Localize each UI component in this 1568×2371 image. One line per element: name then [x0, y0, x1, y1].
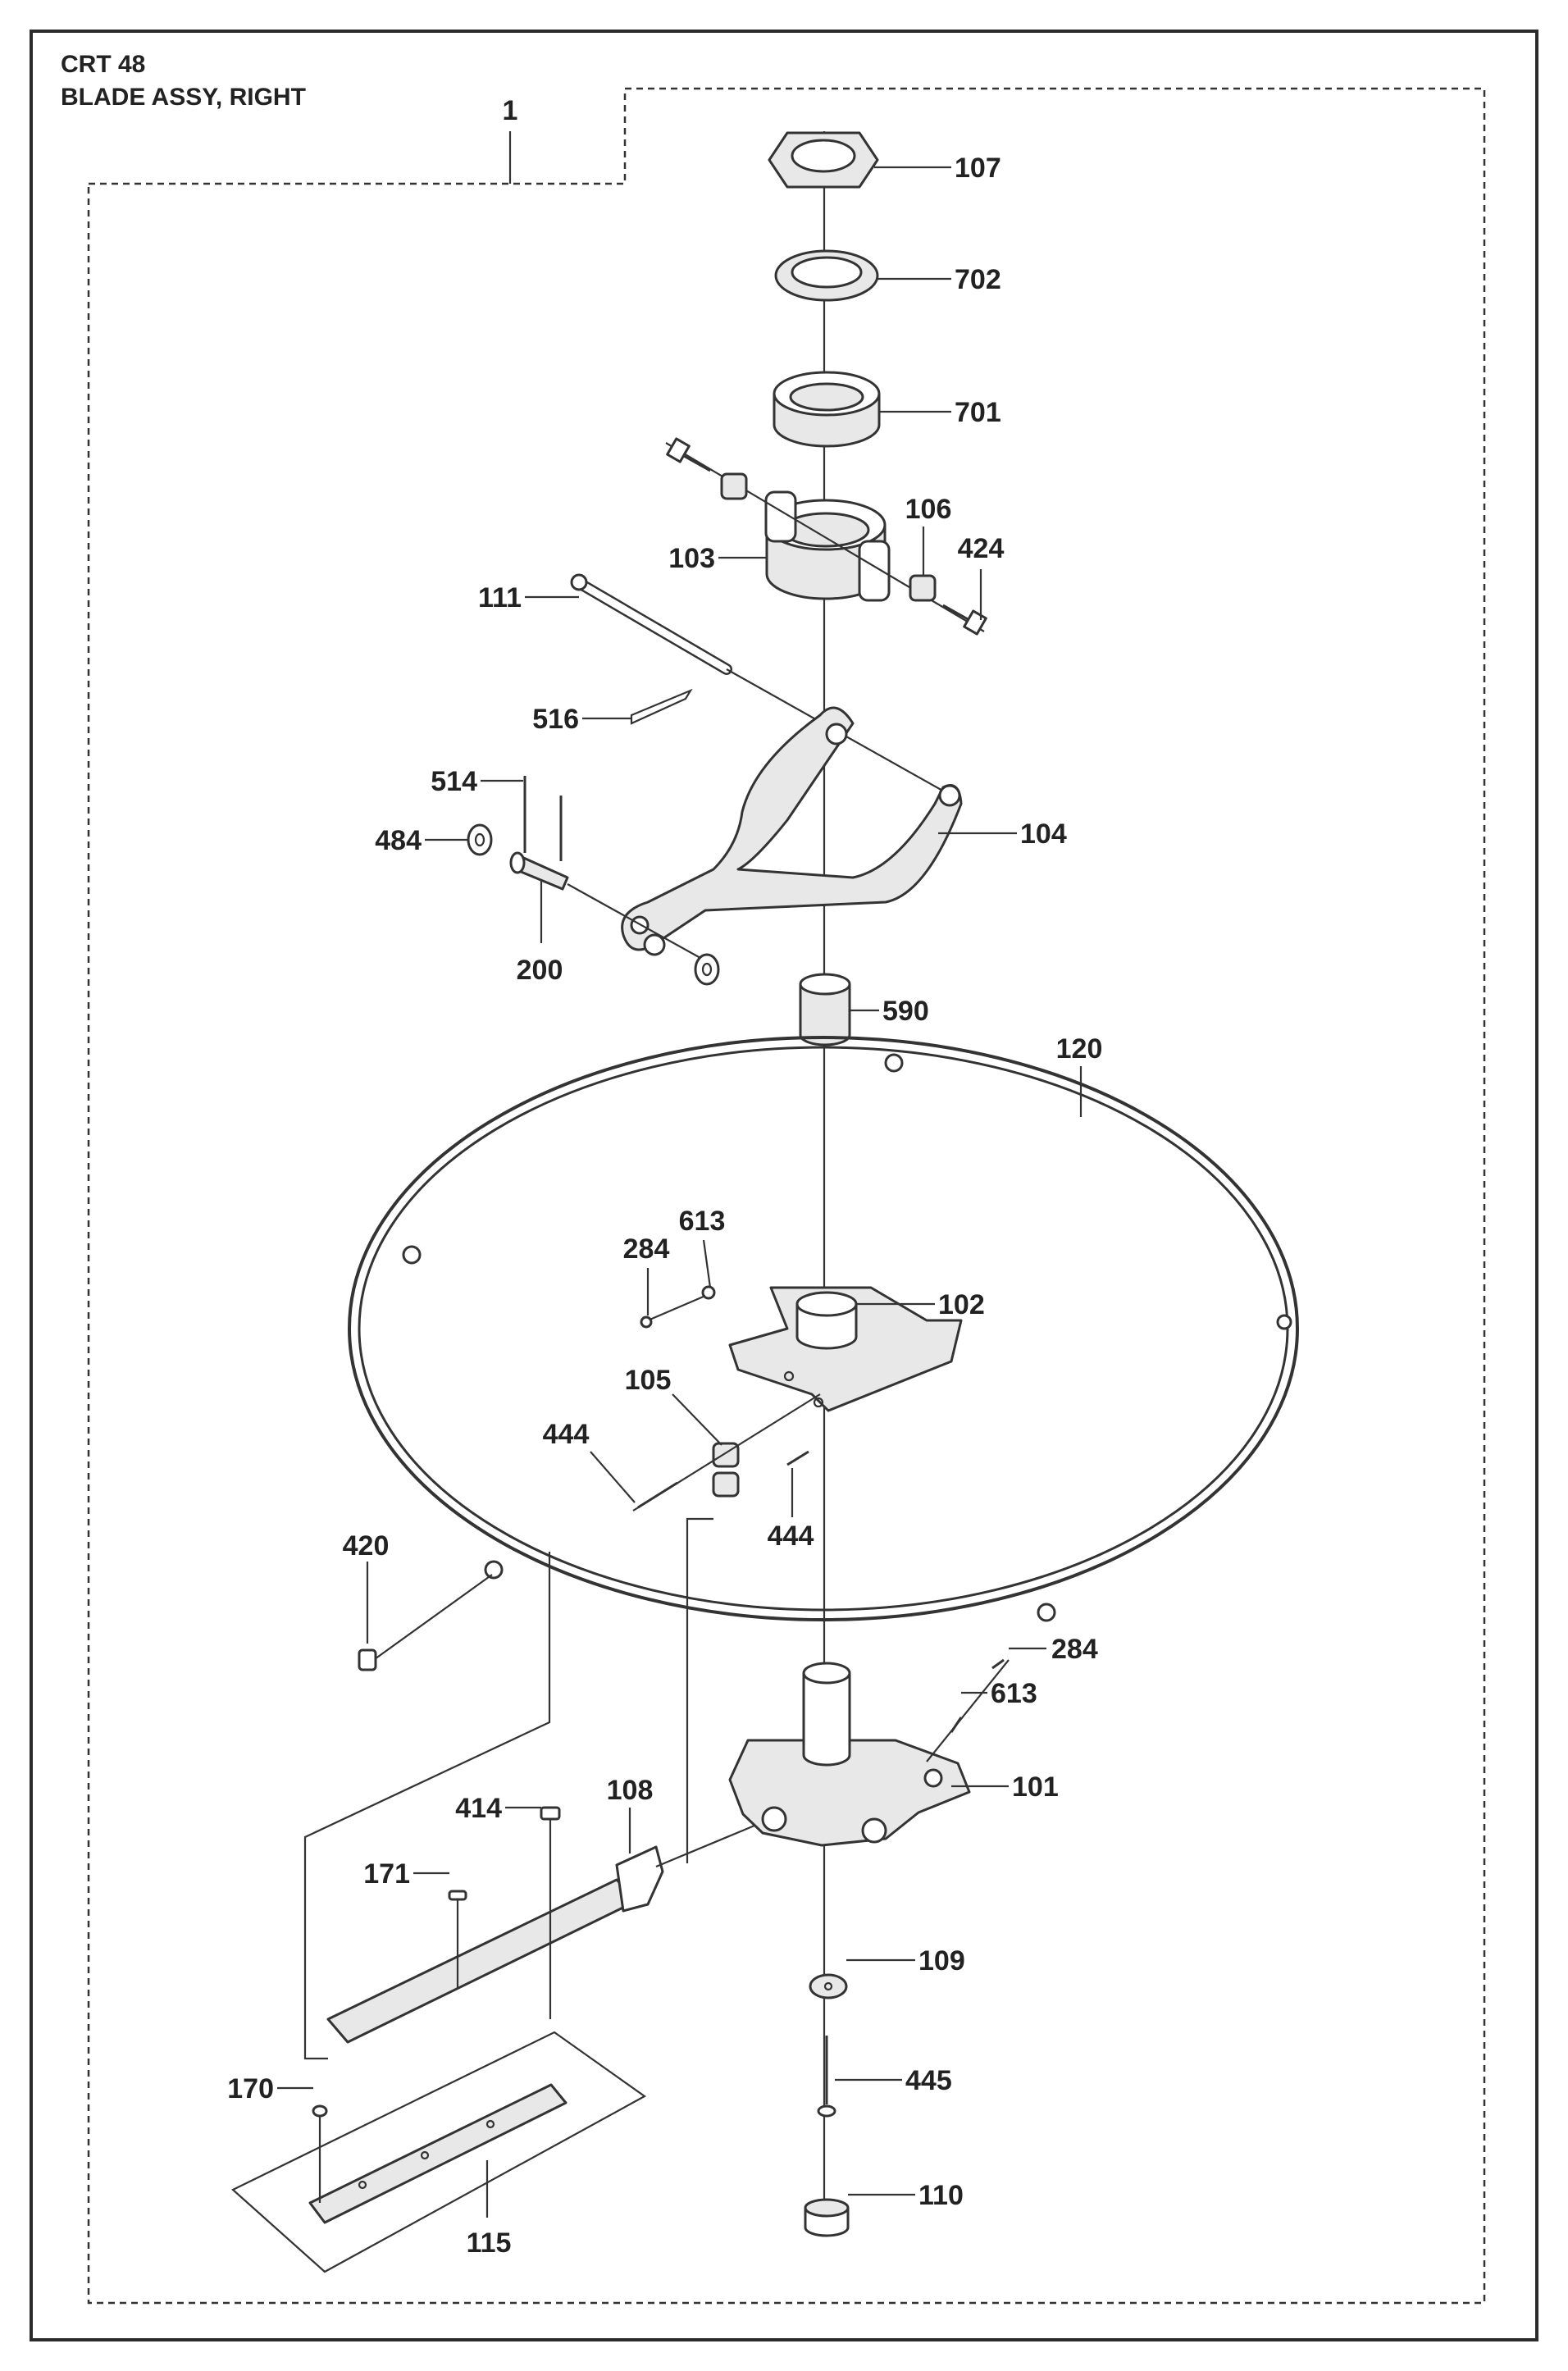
- part-103-bearing-housing: [764, 490, 891, 602]
- assembly-name: BLADE ASSY, RIGHT: [61, 84, 306, 111]
- label-120: 120: [1056, 1033, 1103, 1065]
- part-484-washer-a: [467, 823, 493, 856]
- part-590-sleeve: [799, 973, 851, 1046]
- label-107: 107: [955, 153, 1001, 184]
- part-516-clip: [630, 688, 693, 725]
- label-104: 104: [1020, 818, 1067, 850]
- part-420-bolt: [358, 1574, 493, 1671]
- part-444-bolt-right: [786, 1450, 809, 1466]
- label-106: 106: [905, 494, 952, 525]
- label-101: 101: [1012, 1771, 1059, 1803]
- part-115-blade-plate: [231, 2031, 647, 2273]
- label-444-right: 444: [768, 1521, 814, 1552]
- label-103: 103: [668, 543, 715, 574]
- leader-105: [672, 1393, 722, 1446]
- label-516: 516: [532, 704, 579, 735]
- label-444-left: 444: [543, 1419, 590, 1450]
- part-484-washer-b: [694, 953, 720, 986]
- part-170-screw: [312, 2104, 328, 2203]
- part-102-upper-hub: [728, 1286, 963, 1412]
- part-106-bushing-left: [720, 472, 748, 500]
- label-105: 105: [625, 1365, 672, 1396]
- part-702-washer: [774, 249, 879, 302]
- label-701: 701: [955, 397, 1001, 428]
- label-613-lower: 613: [991, 1678, 1037, 1709]
- label-171: 171: [363, 1858, 410, 1890]
- leader-613-upper: [702, 1239, 712, 1288]
- label-424: 424: [958, 533, 1005, 564]
- part-414-bolt: [540, 1806, 561, 2019]
- part-106-bushing-right: [909, 574, 937, 602]
- part-444-bolt-left: [637, 1481, 678, 1509]
- model-name: CRT 48: [61, 51, 146, 78]
- part-105-clamp: [712, 1442, 740, 1498]
- label-284-lower: 284: [1051, 1634, 1098, 1665]
- label-170: 170: [227, 2073, 274, 2104]
- part-109-washer: [809, 1973, 848, 1999]
- leader-444-left: [590, 1451, 636, 1503]
- part-107-hex-nut: [768, 131, 879, 189]
- label-420: 420: [343, 1530, 390, 1562]
- label-702: 702: [955, 264, 1001, 295]
- label-111: 111: [478, 582, 522, 613]
- label-109: 109: [918, 1945, 965, 1977]
- part-101-lower-hub: [728, 1662, 971, 1847]
- label-414: 414: [455, 1793, 502, 1824]
- label-284-upper: 284: [623, 1233, 670, 1265]
- label-115: 115: [467, 2227, 512, 2259]
- part-108-drive-shaft: [326, 1824, 755, 2044]
- label-514: 514: [431, 766, 477, 797]
- part-424-bolt-left: [666, 437, 711, 472]
- label-200: 200: [517, 955, 563, 986]
- part-120-blade-ring: [348, 1036, 1299, 1622]
- part-111-pivot-pin: [570, 573, 732, 675]
- label-102: 102: [938, 1289, 985, 1320]
- label-110: 110: [918, 2180, 964, 2211]
- part-445-screw: [817, 2036, 836, 2118]
- label-108: 108: [607, 1775, 654, 1806]
- part-284-cap-upper: [640, 1315, 653, 1329]
- part-613-grease-nipple-upper: [701, 1285, 716, 1300]
- label-484: 484: [375, 825, 422, 856]
- part-284-cap-lower: [991, 1658, 1005, 1670]
- part-200-cross-pin: [509, 851, 569, 891]
- label-590: 590: [882, 996, 929, 1027]
- part-110-cap: [804, 2198, 850, 2237]
- part-701-bearing: [773, 371, 881, 448]
- part-104-yoke-arm: [621, 706, 963, 956]
- assembly-boundary: [87, 87, 1486, 2305]
- label-613-upper: 613: [679, 1206, 726, 1237]
- part-171-screw: [448, 1890, 467, 1988]
- label-445: 445: [905, 2065, 952, 2096]
- label-1: 1: [503, 95, 518, 126]
- outer-frame: [30, 30, 1538, 2341]
